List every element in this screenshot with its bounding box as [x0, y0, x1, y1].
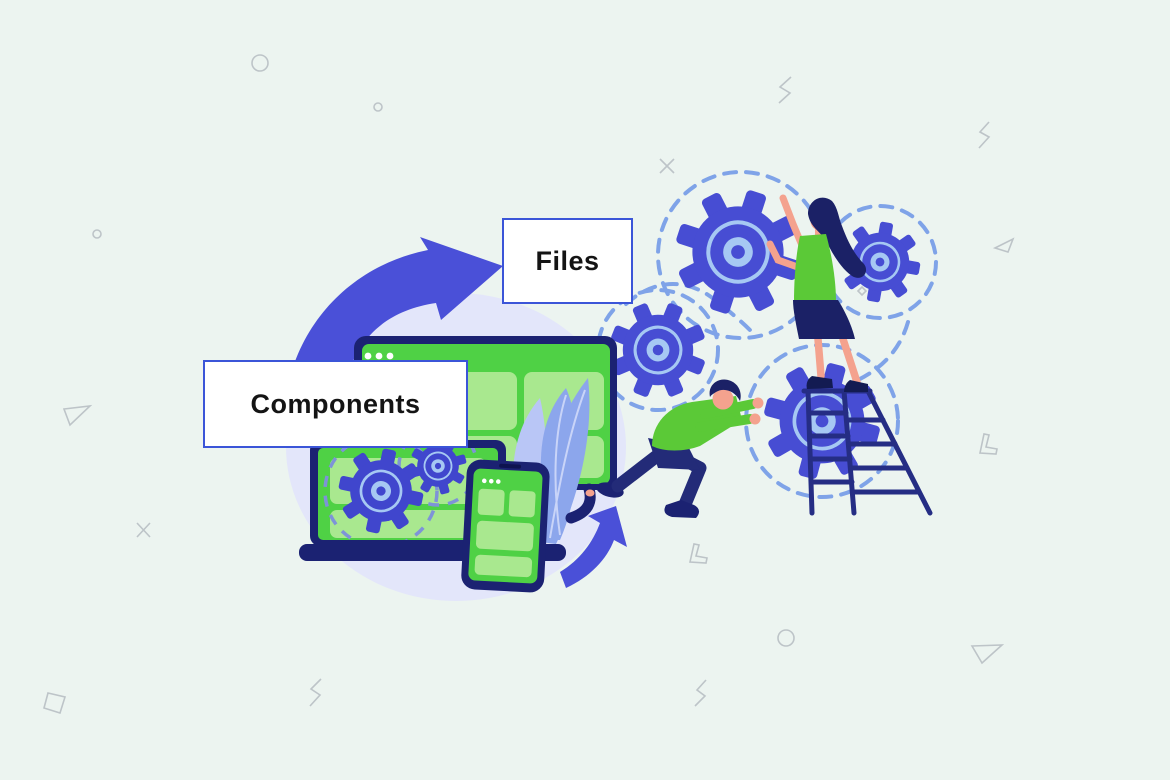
- phone-panels: [474, 488, 536, 578]
- browser-dots-icon: [481, 478, 501, 484]
- decor-circle: [251, 54, 269, 72]
- man-hand: [752, 397, 764, 409]
- woman-hair: [808, 197, 867, 278]
- woman-heel-shoe: [806, 376, 833, 389]
- man-pushing-gear: [596, 379, 764, 518]
- decor-triangle: [992, 237, 1015, 253]
- decor-zigzag: [978, 121, 991, 149]
- woman-leg: [814, 335, 825, 380]
- decor-circle: [373, 102, 383, 112]
- decor-cross: [136, 522, 151, 538]
- decor-l-shape: [979, 433, 998, 455]
- ladder-icon: [801, 388, 933, 516]
- decor-triangle: [62, 404, 93, 427]
- woman-heel-shoe: [844, 380, 868, 392]
- man-arms: [695, 399, 758, 432]
- phone-icon: [461, 459, 550, 593]
- decor-cross: [659, 158, 675, 174]
- decor-zigzag: [778, 76, 792, 104]
- woman-top: [794, 234, 836, 302]
- leaf-vein: [549, 389, 586, 539]
- decor-square: [856, 285, 868, 297]
- woman-neck: [815, 228, 823, 240]
- gear-icon: [656, 170, 820, 334]
- phone-speaker: [499, 463, 522, 469]
- decor-triangle: [970, 644, 1005, 665]
- man-head: [712, 388, 734, 410]
- woman-on-ladder: [766, 194, 868, 392]
- man-hair: [709, 379, 741, 401]
- stand-dot: [585, 489, 595, 497]
- woman-leg: [839, 335, 861, 386]
- decor-l-shape: [689, 543, 708, 564]
- decor-zigzag: [309, 678, 322, 707]
- decor-square: [43, 692, 67, 715]
- background-decorations: [43, 54, 1015, 715]
- man-hand: [749, 413, 761, 425]
- decor-circle: [777, 629, 795, 647]
- browser-dots-icon: [364, 352, 394, 360]
- files-label-box: Files: [502, 218, 633, 304]
- decor-zigzag: [694, 679, 707, 707]
- dashed-wave: [624, 282, 754, 334]
- components-label: Components: [250, 388, 421, 419]
- files-label: Files: [535, 245, 600, 276]
- dashed-wave: [856, 320, 910, 382]
- decor-circle: [92, 229, 102, 239]
- man-front-shoe: [664, 500, 700, 518]
- curved-arrow-small-icon: [560, 506, 627, 588]
- components-label-box: Components: [203, 360, 468, 448]
- woman-skirt: [793, 300, 855, 339]
